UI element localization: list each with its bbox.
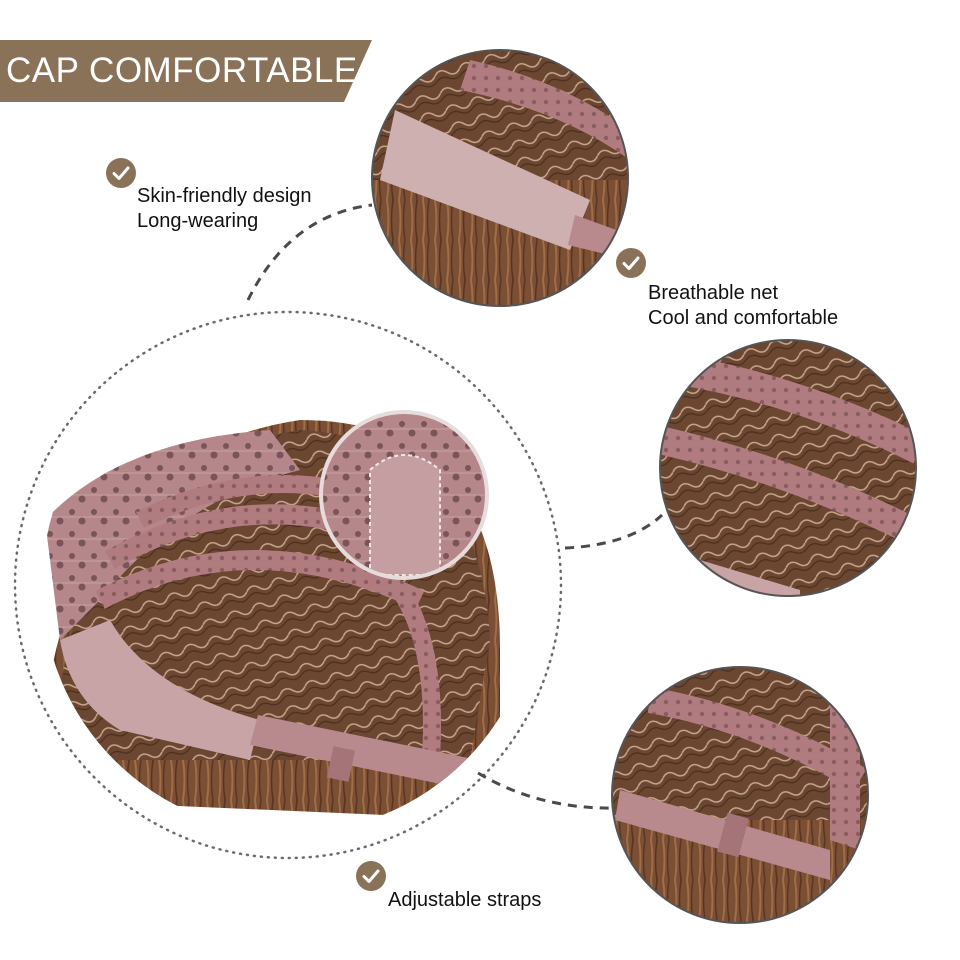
checkmark-icon	[106, 158, 136, 188]
dotted-ring	[13, 310, 563, 860]
banner-background	[0, 40, 372, 102]
checkmark-icon	[616, 248, 646, 278]
feature-net-caption: Breathable net Cool and comfortable	[648, 281, 838, 331]
feature-net-line2: Cool and comfortable	[648, 307, 839, 329]
feature-skin-line1: Skin-friendly design	[137, 185, 312, 207]
title-banner: CAP COMFORTABLE	[0, 40, 372, 102]
banner-title: CAP COMFORTABLE	[6, 51, 358, 90]
feature-straps-line1: Adjustable straps	[388, 889, 542, 911]
connector-straps	[477, 771, 619, 810]
feature-net-line1: Breathable net	[648, 282, 779, 304]
feature-skin-line2: Long-wearing	[137, 210, 259, 232]
feature-straps-caption: Adjustable straps	[388, 888, 541, 913]
feature-skin-caption: Skin-friendly design Long-wearing	[137, 184, 312, 234]
connector-skin	[246, 203, 373, 301]
checkmark-icon	[356, 861, 386, 891]
